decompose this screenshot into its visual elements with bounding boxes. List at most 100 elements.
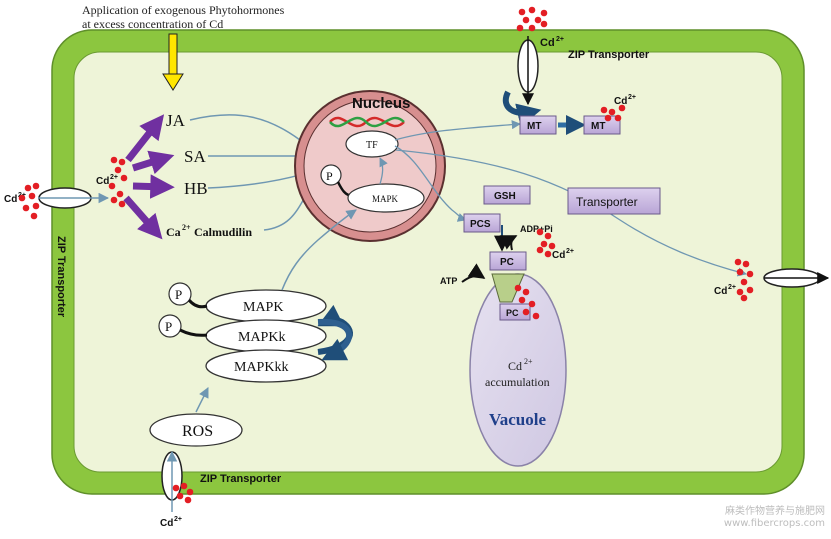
svg-text:2+: 2+ — [182, 223, 191, 232]
zip-transporter-left-label: ZIP Transporter — [55, 236, 67, 318]
cd-ion-dot — [540, 20, 548, 28]
svg-text:2+: 2+ — [556, 36, 564, 43]
zip-transporter-top-label: ZIP Transporter — [568, 49, 650, 61]
cd-ion-dot — [114, 166, 122, 174]
cd-ion-dot — [28, 192, 36, 200]
dna-helix — [329, 116, 405, 128]
cd-ion-dot — [32, 182, 40, 190]
cascade-curved-arrows — [317, 304, 353, 361]
svg-text:Cd: Cd — [160, 518, 173, 529]
gsh-label: GSH — [494, 191, 516, 202]
cd-ion-dot — [528, 300, 536, 308]
zip-transporter-bottom-label: ZIP Transporter — [200, 473, 282, 485]
cd-ion-dot — [614, 114, 622, 122]
cd-dots-bottom — [172, 482, 194, 504]
nucleus-p-circle — [320, 164, 342, 186]
cd-ion-dot — [742, 260, 750, 268]
mapk-cascade — [205, 289, 327, 383]
cd-ion-dot — [740, 278, 748, 286]
cd-ion-dot — [176, 492, 184, 500]
cd-dots-mt — [600, 104, 626, 122]
svg-text:2+: 2+ — [110, 174, 118, 181]
svg-text:Calmudilin: Calmudilin — [194, 225, 252, 239]
cd-ion-dot — [522, 288, 530, 296]
cd-ion-dot — [544, 250, 552, 258]
pc-label-lower: PC — [506, 308, 519, 318]
zip-transporter-bottom — [161, 450, 183, 512]
hormone-ja: JA — [166, 111, 186, 130]
transporter-box — [567, 187, 661, 215]
application-note-line1: Application of exogenous Phytohormones — [82, 3, 285, 17]
svg-text:2+: 2+ — [728, 284, 736, 291]
svg-text:2+: 2+ — [628, 94, 636, 101]
atp-label: ATP — [440, 276, 457, 286]
cd-ion-dot — [518, 296, 526, 304]
vacuole-label: Vacuole — [489, 410, 546, 429]
cd-ion-dot — [618, 104, 626, 112]
tf-oval — [345, 130, 399, 158]
mt-label-2: MT — [591, 121, 605, 132]
calcium-calmodulin: Ca 2+ Calmudilin — [166, 223, 252, 239]
svg-text:2+: 2+ — [174, 516, 182, 523]
cd-dots-top — [516, 6, 548, 32]
pc-label-upper: PC — [500, 257, 514, 268]
purple-arrows — [123, 114, 175, 240]
svg-text:Cd: Cd — [552, 250, 565, 261]
cd-ion-dot — [734, 258, 742, 266]
cd-ion-dot — [548, 242, 556, 250]
cd-ion-dot — [30, 212, 38, 220]
cascade-to-nucleus-arrow — [281, 209, 357, 291]
cd-ion-dot — [172, 484, 180, 492]
svg-text:Ca: Ca — [166, 225, 181, 239]
cd-ion-dot — [740, 294, 748, 302]
hormone-sa: SA — [184, 147, 206, 166]
cascade-mapk-label: MAPK — [243, 300, 283, 315]
pcs-box — [463, 213, 501, 233]
cd-ion-bottom: Cd 2+ — [160, 516, 182, 529]
cd-dots-pc — [536, 228, 556, 258]
svg-text:Cd: Cd — [96, 176, 109, 187]
cascade-p-label-1: P — [175, 287, 182, 302]
nucleus-label: Nucleus — [352, 95, 410, 112]
svg-text:Cd: Cd — [614, 96, 627, 107]
cd-ion-dot — [746, 270, 754, 278]
cd-ion-dot — [534, 16, 542, 24]
cd-ion-left-inside: Cd 2+ — [96, 174, 118, 187]
cd-dots-vacuole — [514, 284, 540, 320]
cd-ion-dot — [522, 308, 530, 316]
cd-ion-dot — [736, 288, 744, 296]
cd-ion-pc: ADP+Pi Cd 2+ — [520, 224, 574, 261]
cascade-mapkkk-label: MAPKkk — [234, 360, 288, 375]
cd-ion-dot — [522, 16, 530, 24]
watermark-line2: www.fibercrops.com — [723, 518, 825, 529]
cd-ion-dot — [544, 232, 552, 240]
cd-ion-dot — [18, 194, 26, 202]
svg-text:Cd: Cd — [540, 37, 555, 49]
cd-ion-dot — [180, 482, 188, 490]
atp-arrow — [461, 263, 486, 283]
nucleus-p-label: P — [326, 169, 333, 183]
pc-box-lower — [499, 303, 531, 321]
cd-dots-right — [734, 258, 754, 302]
tonoplast-transporter — [491, 273, 525, 303]
cd-ion-dot — [528, 24, 536, 32]
nucleus-mapk-oval — [347, 183, 425, 213]
svg-text:2+: 2+ — [566, 248, 574, 255]
cd-accumulation-label: Cd 2+ accumulation — [485, 357, 550, 389]
pc-box-upper — [489, 251, 527, 271]
zip-transporter-top — [517, 36, 539, 106]
zip-transporter-right — [763, 268, 830, 288]
ros-to-cascade-arrow — [195, 387, 209, 413]
svg-text:ADP+Pi: ADP+Pi — [520, 224, 553, 234]
nucleus — [294, 90, 446, 242]
cd-ion-dot — [736, 268, 744, 276]
cd-dots-left-outside — [18, 182, 40, 220]
watermark-line1: 麻类作物营养与施肥网 — [725, 506, 825, 517]
cd-ion-dot — [110, 156, 118, 164]
cd-ion-dot — [604, 114, 612, 122]
cd-ion-top: Cd 2+ — [540, 36, 564, 49]
cascade-p-circle-1 — [168, 282, 192, 306]
cd-ion-dot — [536, 228, 544, 236]
svg-text:Cd: Cd — [508, 359, 522, 373]
